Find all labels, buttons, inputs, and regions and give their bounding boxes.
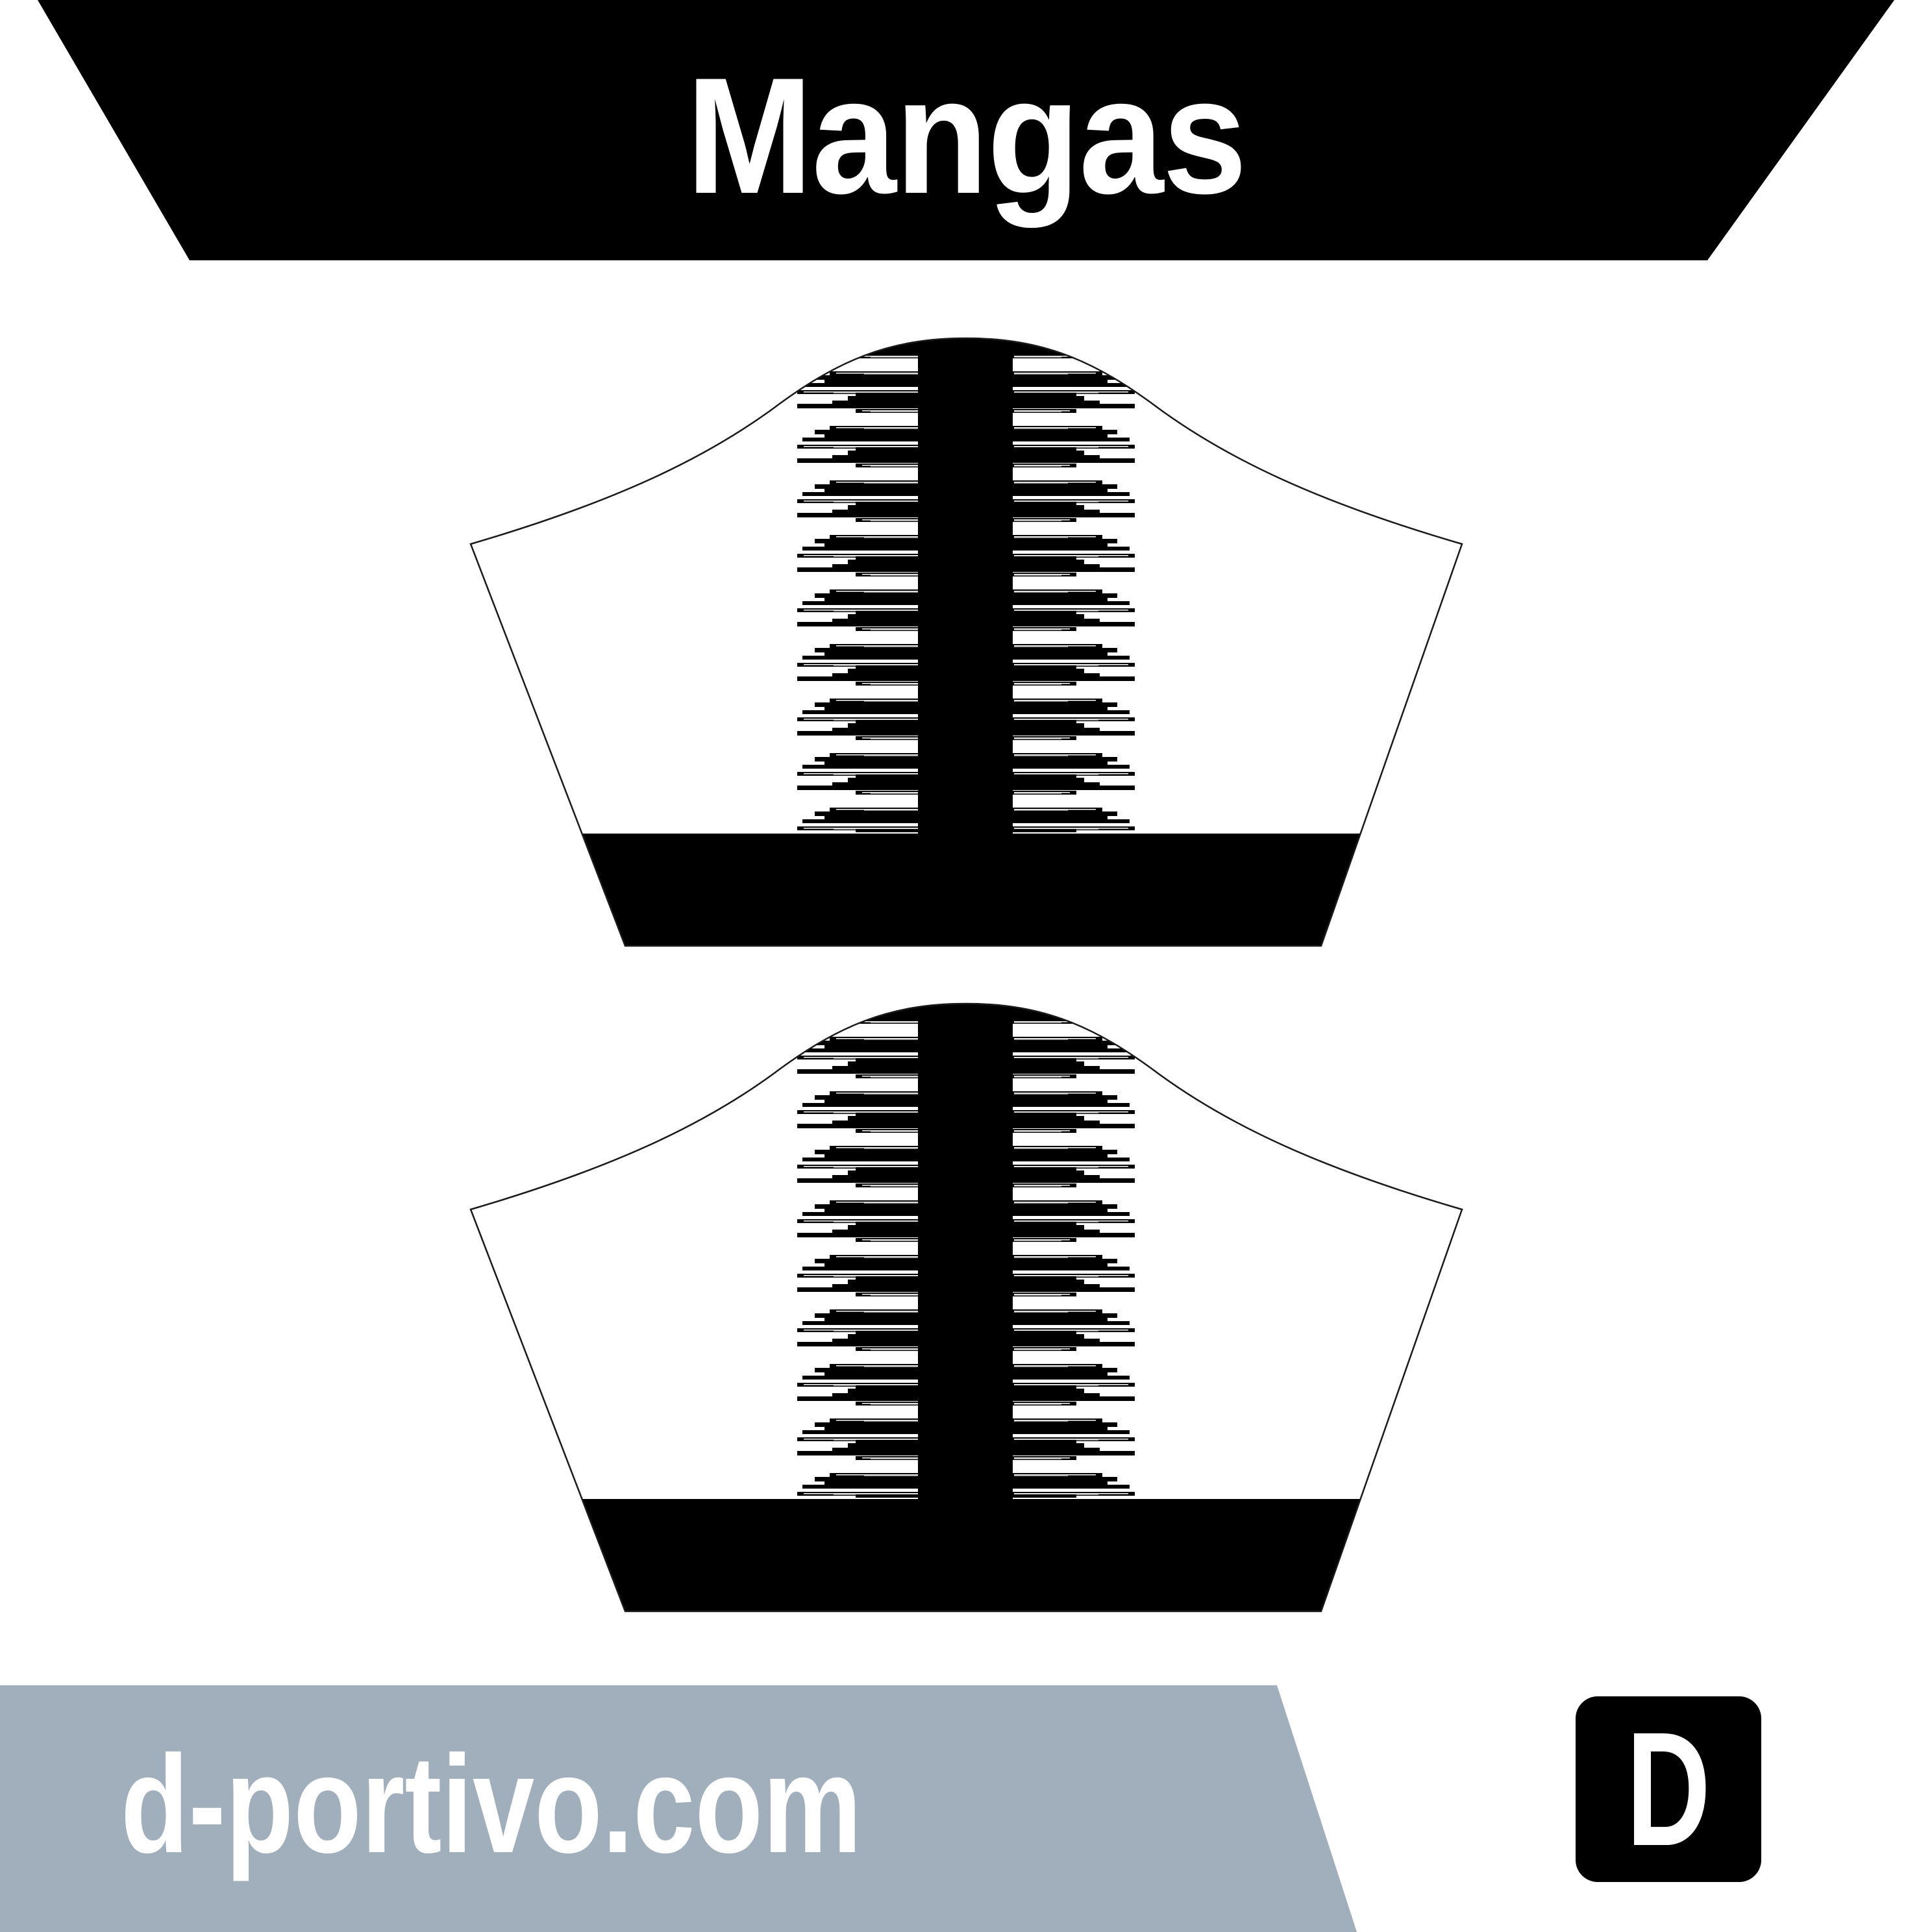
sleeve-cuff-band (471, 1499, 1462, 1611)
sleeve-pattern (471, 1004, 1462, 1611)
sleeve-outline (469, 1002, 1463, 1613)
sleeve-outline (469, 337, 1463, 947)
sleeve-cuff-band (471, 834, 1462, 946)
logo-letter: D (1626, 1698, 1711, 1879)
footer-band (0, 1685, 1357, 1932)
sleeve-piece (469, 337, 1463, 947)
sleeves-group (469, 337, 1463, 1613)
page-title: Mangas (686, 43, 1247, 229)
brand-logo: D (1576, 1696, 1761, 1882)
sleeve-piece (469, 1002, 1463, 1613)
website-link[interactable]: d-portivo.com (121, 1727, 862, 1882)
header-banner (38, 0, 1894, 260)
